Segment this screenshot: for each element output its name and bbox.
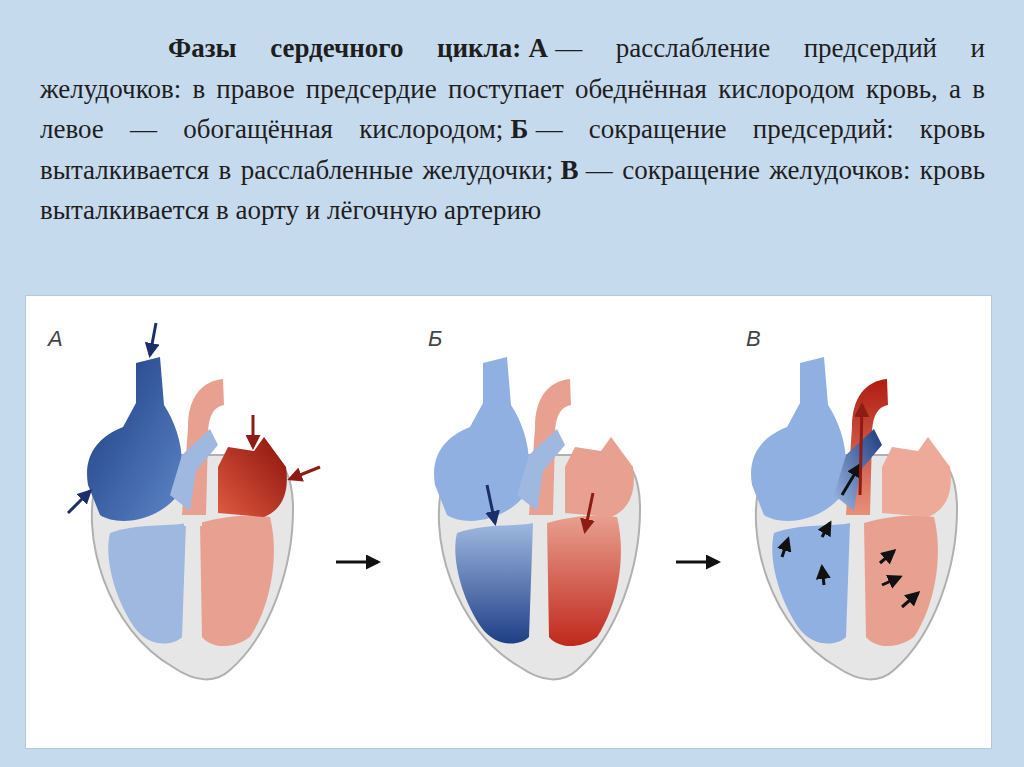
panel-letter: Б bbox=[428, 326, 442, 352]
title-text: Фазы сердечного цикла: bbox=[168, 33, 521, 63]
description-paragraph: Фазы сердечного цикла:А— расслабление пр… bbox=[40, 28, 985, 231]
phase-letter: Б bbox=[511, 114, 529, 144]
phase-letter: А bbox=[529, 33, 549, 63]
panel-letter: А bbox=[48, 326, 63, 352]
panel-letter: В bbox=[746, 326, 761, 352]
phase-letter: В bbox=[561, 155, 579, 185]
